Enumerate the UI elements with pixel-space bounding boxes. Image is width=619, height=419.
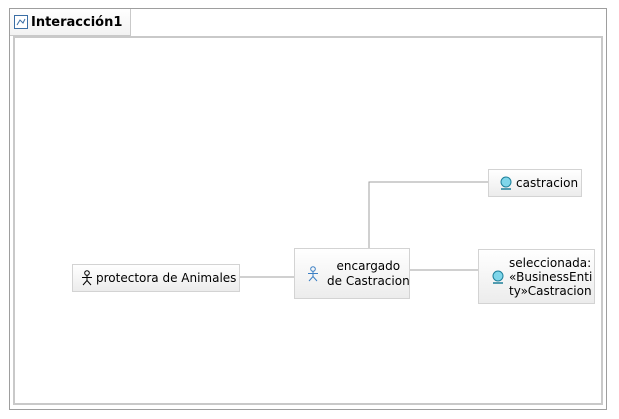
node-label: seleccionada: «BusinessEnti ty»Castracio… — [509, 255, 593, 298]
node-label: protectora de Animales — [96, 271, 237, 285]
interaction-diagram-icon — [14, 15, 28, 29]
node-protectora-de-animales[interactable]: protectora de Animales — [72, 264, 240, 292]
node-castracion[interactable]: castracion — [488, 169, 582, 197]
link-encargado-castracion[interactable] — [368, 181, 488, 248]
interaction-frame: Interacción1 — [9, 8, 607, 410]
node-label-line: de Castracion — [327, 273, 410, 288]
node-seleccionada[interactable]: seleccionada: «BusinessEnti ty»Castracio… — [478, 249, 595, 304]
actor-icon — [82, 270, 92, 286]
node-encargado-de-castracion[interactable]: encargado de Castracion — [294, 248, 410, 299]
node-label-line: seleccionada: — [509, 255, 592, 270]
node-label-line: «BusinessEnti — [509, 269, 593, 284]
diagram-canvas[interactable] — [13, 36, 603, 405]
diagram-tab[interactable]: Interacción1 — [10, 9, 132, 36]
entity-icon — [500, 176, 512, 190]
node-label-line: encargado — [336, 258, 401, 273]
node-label: castracion — [516, 176, 579, 190]
node-label-line: ty»Castracion — [509, 283, 592, 298]
entity-icon — [492, 270, 504, 284]
actor-icon — [308, 265, 318, 281]
diagram-title: Interacción1 — [31, 14, 123, 30]
node-label: encargado de Castracion — [327, 259, 410, 289]
